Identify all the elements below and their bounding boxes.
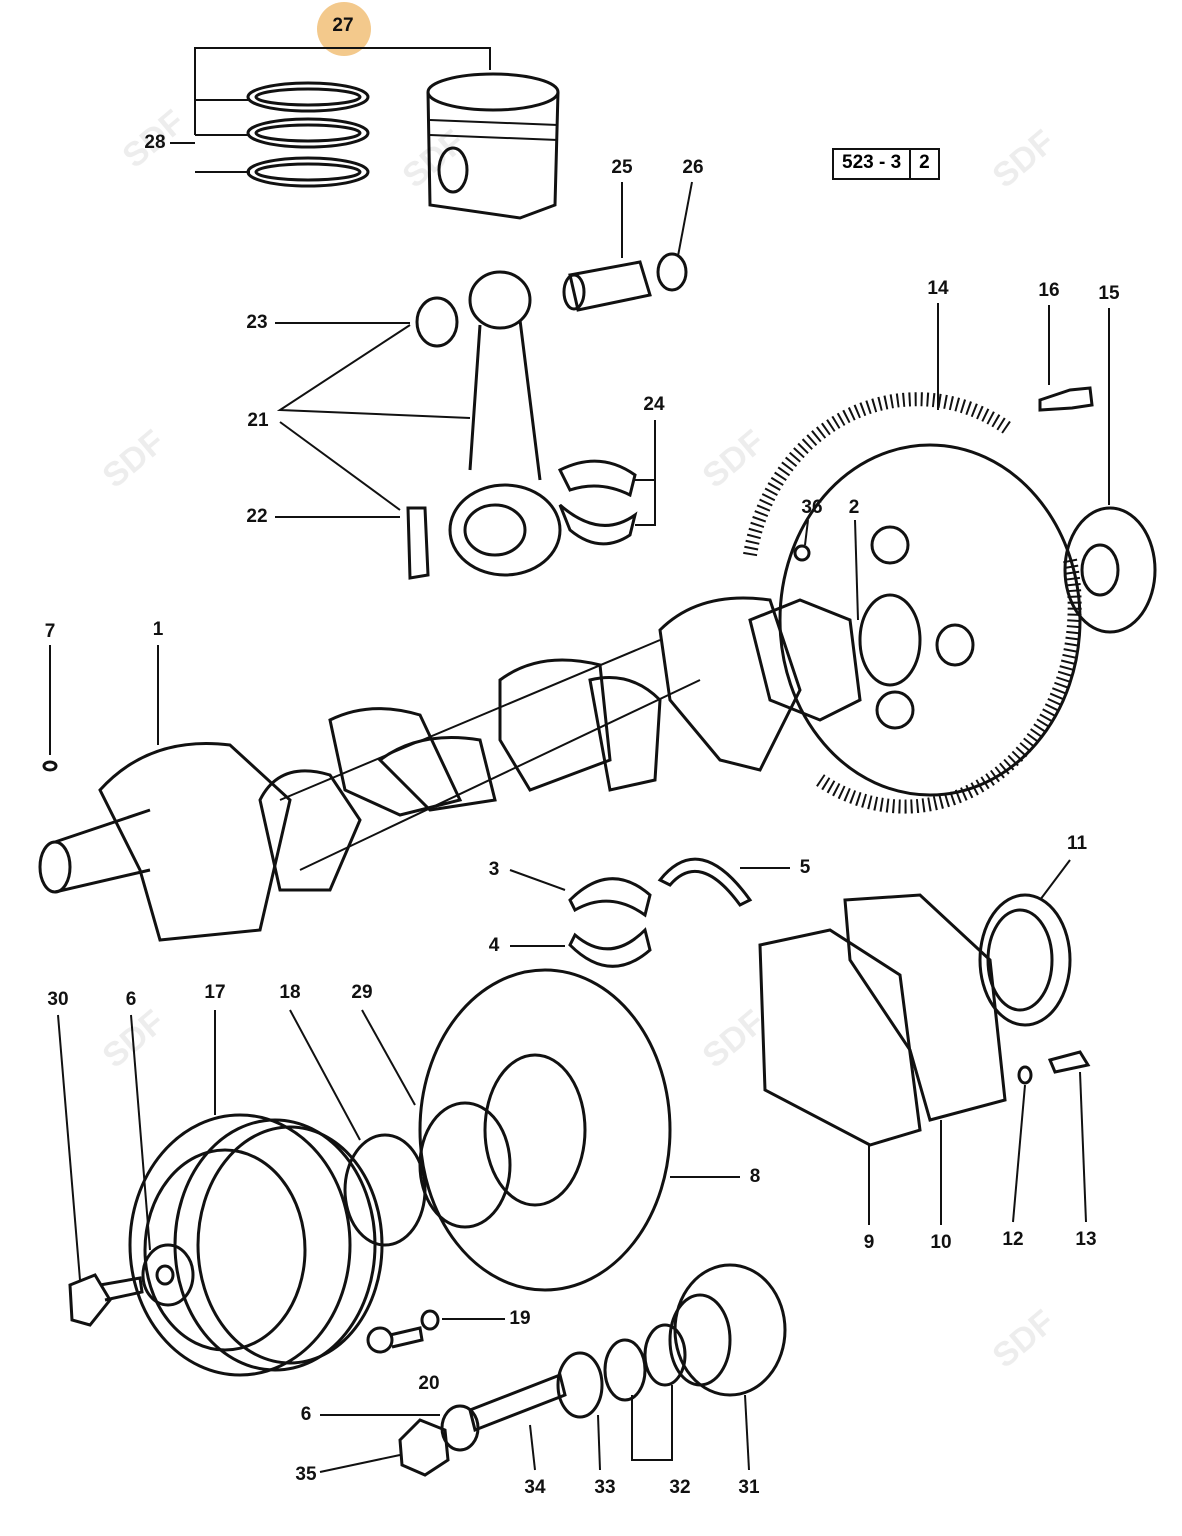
callout-20[interactable]: 20: [418, 1373, 440, 1394]
callout-18[interactable]: 18: [279, 982, 301, 1003]
callout-31[interactable]: 31: [738, 1477, 760, 1498]
callout-25[interactable]: 25: [611, 157, 633, 178]
callout-9[interactable]: 9: [863, 1232, 875, 1253]
reference-box: 523 - 3 2: [832, 148, 940, 180]
connecting-rod: [275, 270, 562, 580]
piston-pin: [562, 181, 693, 312]
front-bolt-assembly: [319, 1263, 787, 1477]
callout-6[interactable]: 6: [125, 989, 137, 1010]
callout-28[interactable]: 28: [144, 132, 166, 153]
flywheel: [743, 303, 1082, 814]
callout-10[interactable]: 10: [930, 1232, 952, 1253]
callout-17[interactable]: 17: [204, 982, 226, 1003]
callout-36[interactable]: 36: [801, 497, 823, 518]
vibration-damper: [418, 968, 740, 1292]
callout-33[interactable]: 33: [594, 1477, 616, 1498]
callout-19[interactable]: 19: [509, 1308, 531, 1329]
reference-sheet: 2: [909, 150, 938, 178]
piston-rings: [170, 47, 491, 188]
callout-30[interactable]: 30: [47, 989, 69, 1010]
callout-22[interactable]: 22: [246, 506, 268, 527]
callout-16[interactable]: 16: [1038, 280, 1060, 301]
callout-23[interactable]: 23: [246, 312, 268, 333]
callout-4[interactable]: 4: [488, 935, 500, 956]
callout-13[interactable]: 13: [1075, 1229, 1097, 1250]
callout-7[interactable]: 7: [44, 621, 56, 642]
callout-34[interactable]: 34: [524, 1477, 546, 1498]
callout-15[interactable]: 15: [1098, 283, 1120, 304]
callout-11[interactable]: 11: [1066, 833, 1088, 854]
callout-24[interactable]: 24: [643, 394, 665, 415]
callout-5[interactable]: 5: [799, 857, 811, 878]
callout-21[interactable]: 21: [247, 410, 269, 431]
callout-32[interactable]: 32: [669, 1477, 691, 1498]
callout-12[interactable]: 12: [1002, 1229, 1024, 1250]
callout-27[interactable]: 27: [332, 15, 354, 36]
crankshaft-pulley: [57, 1010, 384, 1377]
callout-6-lower[interactable]: 6: [300, 1404, 312, 1425]
callout-29[interactable]: 29: [351, 982, 373, 1003]
callout-1[interactable]: 1: [152, 619, 164, 640]
crankshaft-hub: [289, 1009, 512, 1247]
callout-8[interactable]: 8: [749, 1166, 761, 1187]
main-bearing-shells: [509, 857, 790, 968]
callout-3[interactable]: 3: [488, 859, 500, 880]
flywheel-flange: [1038, 305, 1157, 634]
reference-code: 523 - 3: [842, 152, 902, 173]
callout-2[interactable]: 2: [848, 497, 860, 518]
callout-35[interactable]: 35: [295, 1464, 317, 1485]
conrod-bearing-shells: [557, 420, 656, 546]
rear-seal-housing: [758, 859, 1091, 1225]
piston: [426, 72, 560, 220]
callout-26[interactable]: 26: [682, 157, 704, 178]
callout-14[interactable]: 14: [927, 278, 949, 299]
crankshaft: [38, 596, 862, 942]
